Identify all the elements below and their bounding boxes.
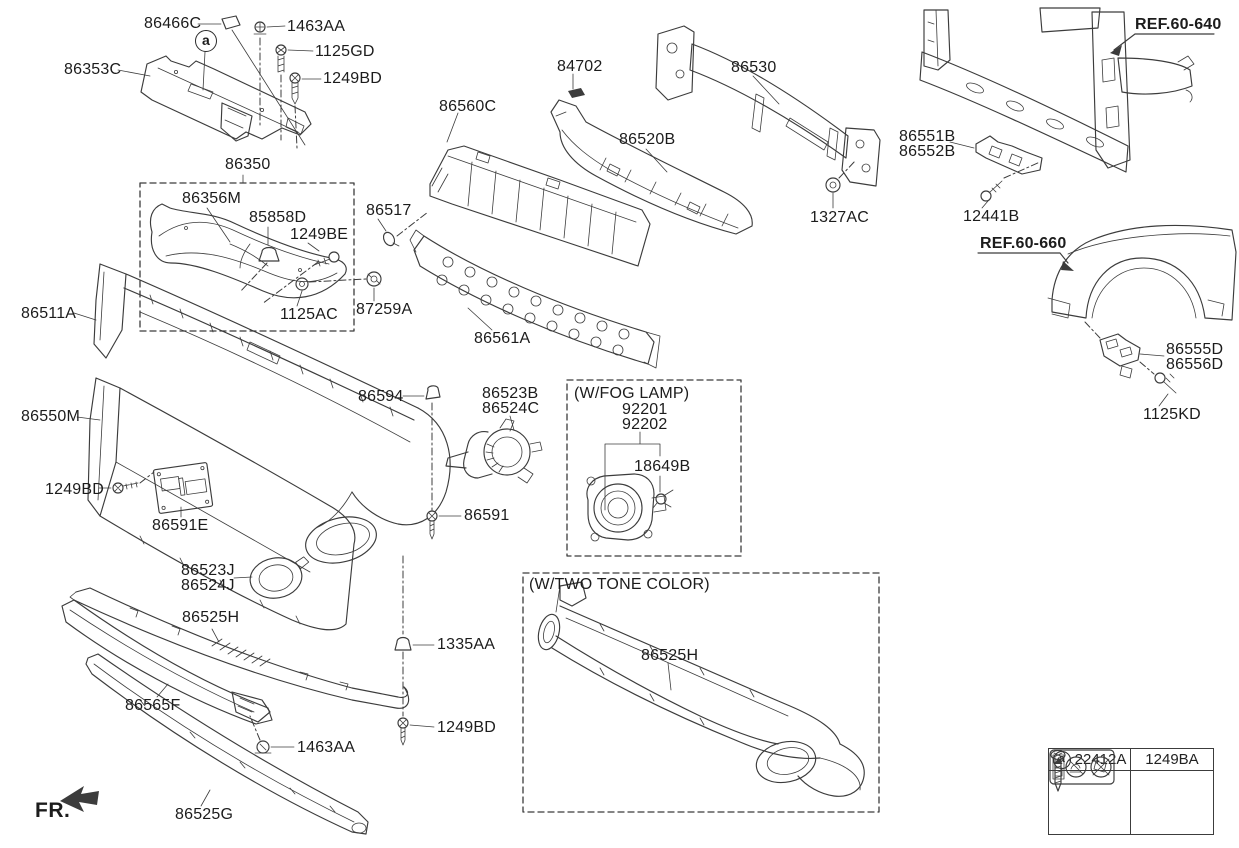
part-label-1125GD: 1125GD	[315, 43, 375, 60]
fender-bracket-drawing	[1099, 333, 1141, 379]
screw-icon	[1050, 749, 1066, 792]
lower-bumper-cover-drawing	[87, 377, 356, 631]
part-label-1335AA: 1335AA	[437, 636, 496, 653]
part-label-1125AC: 1125AC	[280, 306, 338, 323]
fog-lamp-unit-drawing	[586, 473, 667, 542]
part-label-86353C: 86353C	[64, 61, 122, 78]
fog-bezel-drawing	[445, 418, 543, 484]
fog-lamp-option-box	[566, 379, 742, 557]
legend-body-screw	[1050, 749, 1213, 834]
side-bracket-drawing	[975, 135, 1043, 175]
part-label-86525H: 86525H	[182, 609, 240, 626]
radiator-grille-trim-drawing	[149, 203, 347, 299]
part-label-86524J: 86524J	[181, 577, 235, 594]
two-tone-bumper-drawing	[537, 581, 865, 797]
part-label-marker-a: a	[195, 30, 217, 52]
part-label-86594: 86594	[358, 388, 404, 405]
upper-grille-drawing	[429, 145, 651, 267]
radiator-upper-cover-drawing	[140, 55, 312, 142]
part-label-86350: 86350	[225, 156, 271, 173]
leader-lines	[73, 15, 1215, 807]
part-label-86523B: 86523B	[482, 385, 539, 402]
part-label-1463AA-bottom: 1463AA	[297, 739, 356, 756]
part-label-1463AA-top: 1463AA	[287, 18, 346, 35]
two-tone-option-box	[522, 572, 880, 813]
part-label-1249BD-bottom: 1249BD	[437, 719, 497, 736]
fog-ring-drawing	[249, 556, 310, 599]
part-label-86561A: 86561A	[474, 330, 531, 347]
grille-assembly-box	[139, 182, 355, 332]
part-label-92202: 92202	[622, 416, 668, 433]
part-label-87259A: 87259A	[356, 301, 413, 318]
part-label-REF-60-640: REF.60-640	[1135, 16, 1222, 33]
part-label-86530: 86530	[731, 59, 777, 76]
part-label-86551B: 86551B	[899, 128, 956, 145]
part-label-86552B: 86552B	[899, 143, 956, 160]
part-label-1249BD-top: 1249BD	[323, 70, 383, 87]
part-label-12441B: 12441B	[963, 208, 1020, 225]
part-label-86560C: 86560C	[439, 98, 497, 115]
part-label-1327AC: 1327AC	[810, 209, 870, 226]
part-label-86555D: 86555D	[1166, 341, 1224, 358]
radiator-support-frame-drawing	[919, 7, 1195, 173]
part-label-86511A: 86511A	[21, 305, 77, 322]
part-label-92201: 92201	[622, 401, 668, 418]
part-label-86525H-two-tone: 86525H	[641, 647, 699, 664]
fog-bulb-drawing	[652, 489, 674, 509]
part-label-86356M: 86356M	[182, 190, 242, 207]
part-label-two-tone-caption: (W/TWO TONE COLOR)	[529, 576, 710, 593]
part-label-86517: 86517	[366, 202, 412, 219]
part-label-86591: 86591	[464, 507, 510, 524]
part-label-86565F: 86565F	[125, 697, 181, 714]
part-label-86550M: 86550M	[21, 408, 81, 425]
lower-grille-mesh-drawing	[409, 229, 661, 369]
part-label-1249BE: 1249BE	[290, 226, 349, 243]
clip-84702-drawing	[568, 88, 585, 98]
part-label-86523J: 86523J	[181, 562, 235, 579]
upper-bumper-cover-drawing	[93, 263, 451, 564]
part-label-FR: FR.	[35, 799, 71, 822]
part-label-86520B: 86520B	[619, 131, 676, 148]
part-label-85858D: 85858D	[249, 209, 307, 226]
fr-direction-arrow	[60, 786, 99, 812]
caution-label-icon	[1049, 749, 1115, 785]
part-label-86591E: 86591E	[152, 517, 209, 534]
part-label-86524C: 86524C	[482, 400, 540, 417]
legend-screw-code: 1249BA	[1145, 751, 1199, 768]
lower-lip-strip-drawing	[69, 587, 410, 709]
bumper-reinforcement-drawing	[655, 25, 881, 187]
legend-body-caution	[1049, 749, 1131, 834]
part-label-fog-caption: (W/FOG LAMP)	[574, 385, 690, 402]
energy-absorber-drawing	[550, 99, 753, 235]
part-label-REF-60-660: REF.60-660	[980, 235, 1067, 252]
license-plate-bracket-drawing	[152, 462, 214, 514]
fender-drawing	[1047, 224, 1237, 321]
part-label-18649B: 18649B	[634, 458, 691, 475]
part-label-1249BD-left: 1249BD	[45, 481, 105, 498]
part-label-86556D: 86556D	[1166, 356, 1224, 373]
center-strip-drawing	[61, 599, 273, 725]
legend-header-screw: 1249BA	[1131, 749, 1213, 771]
part-label-1125KD: 1125KD	[1143, 406, 1201, 423]
legend-table: a 22412A 1249BA	[1048, 748, 1214, 835]
part-label-86466C: 86466C	[144, 15, 202, 32]
part-label-86525G: 86525G	[175, 806, 234, 823]
bottom-strip-drawing	[85, 653, 369, 835]
part-label-84702: 84702	[557, 58, 603, 75]
